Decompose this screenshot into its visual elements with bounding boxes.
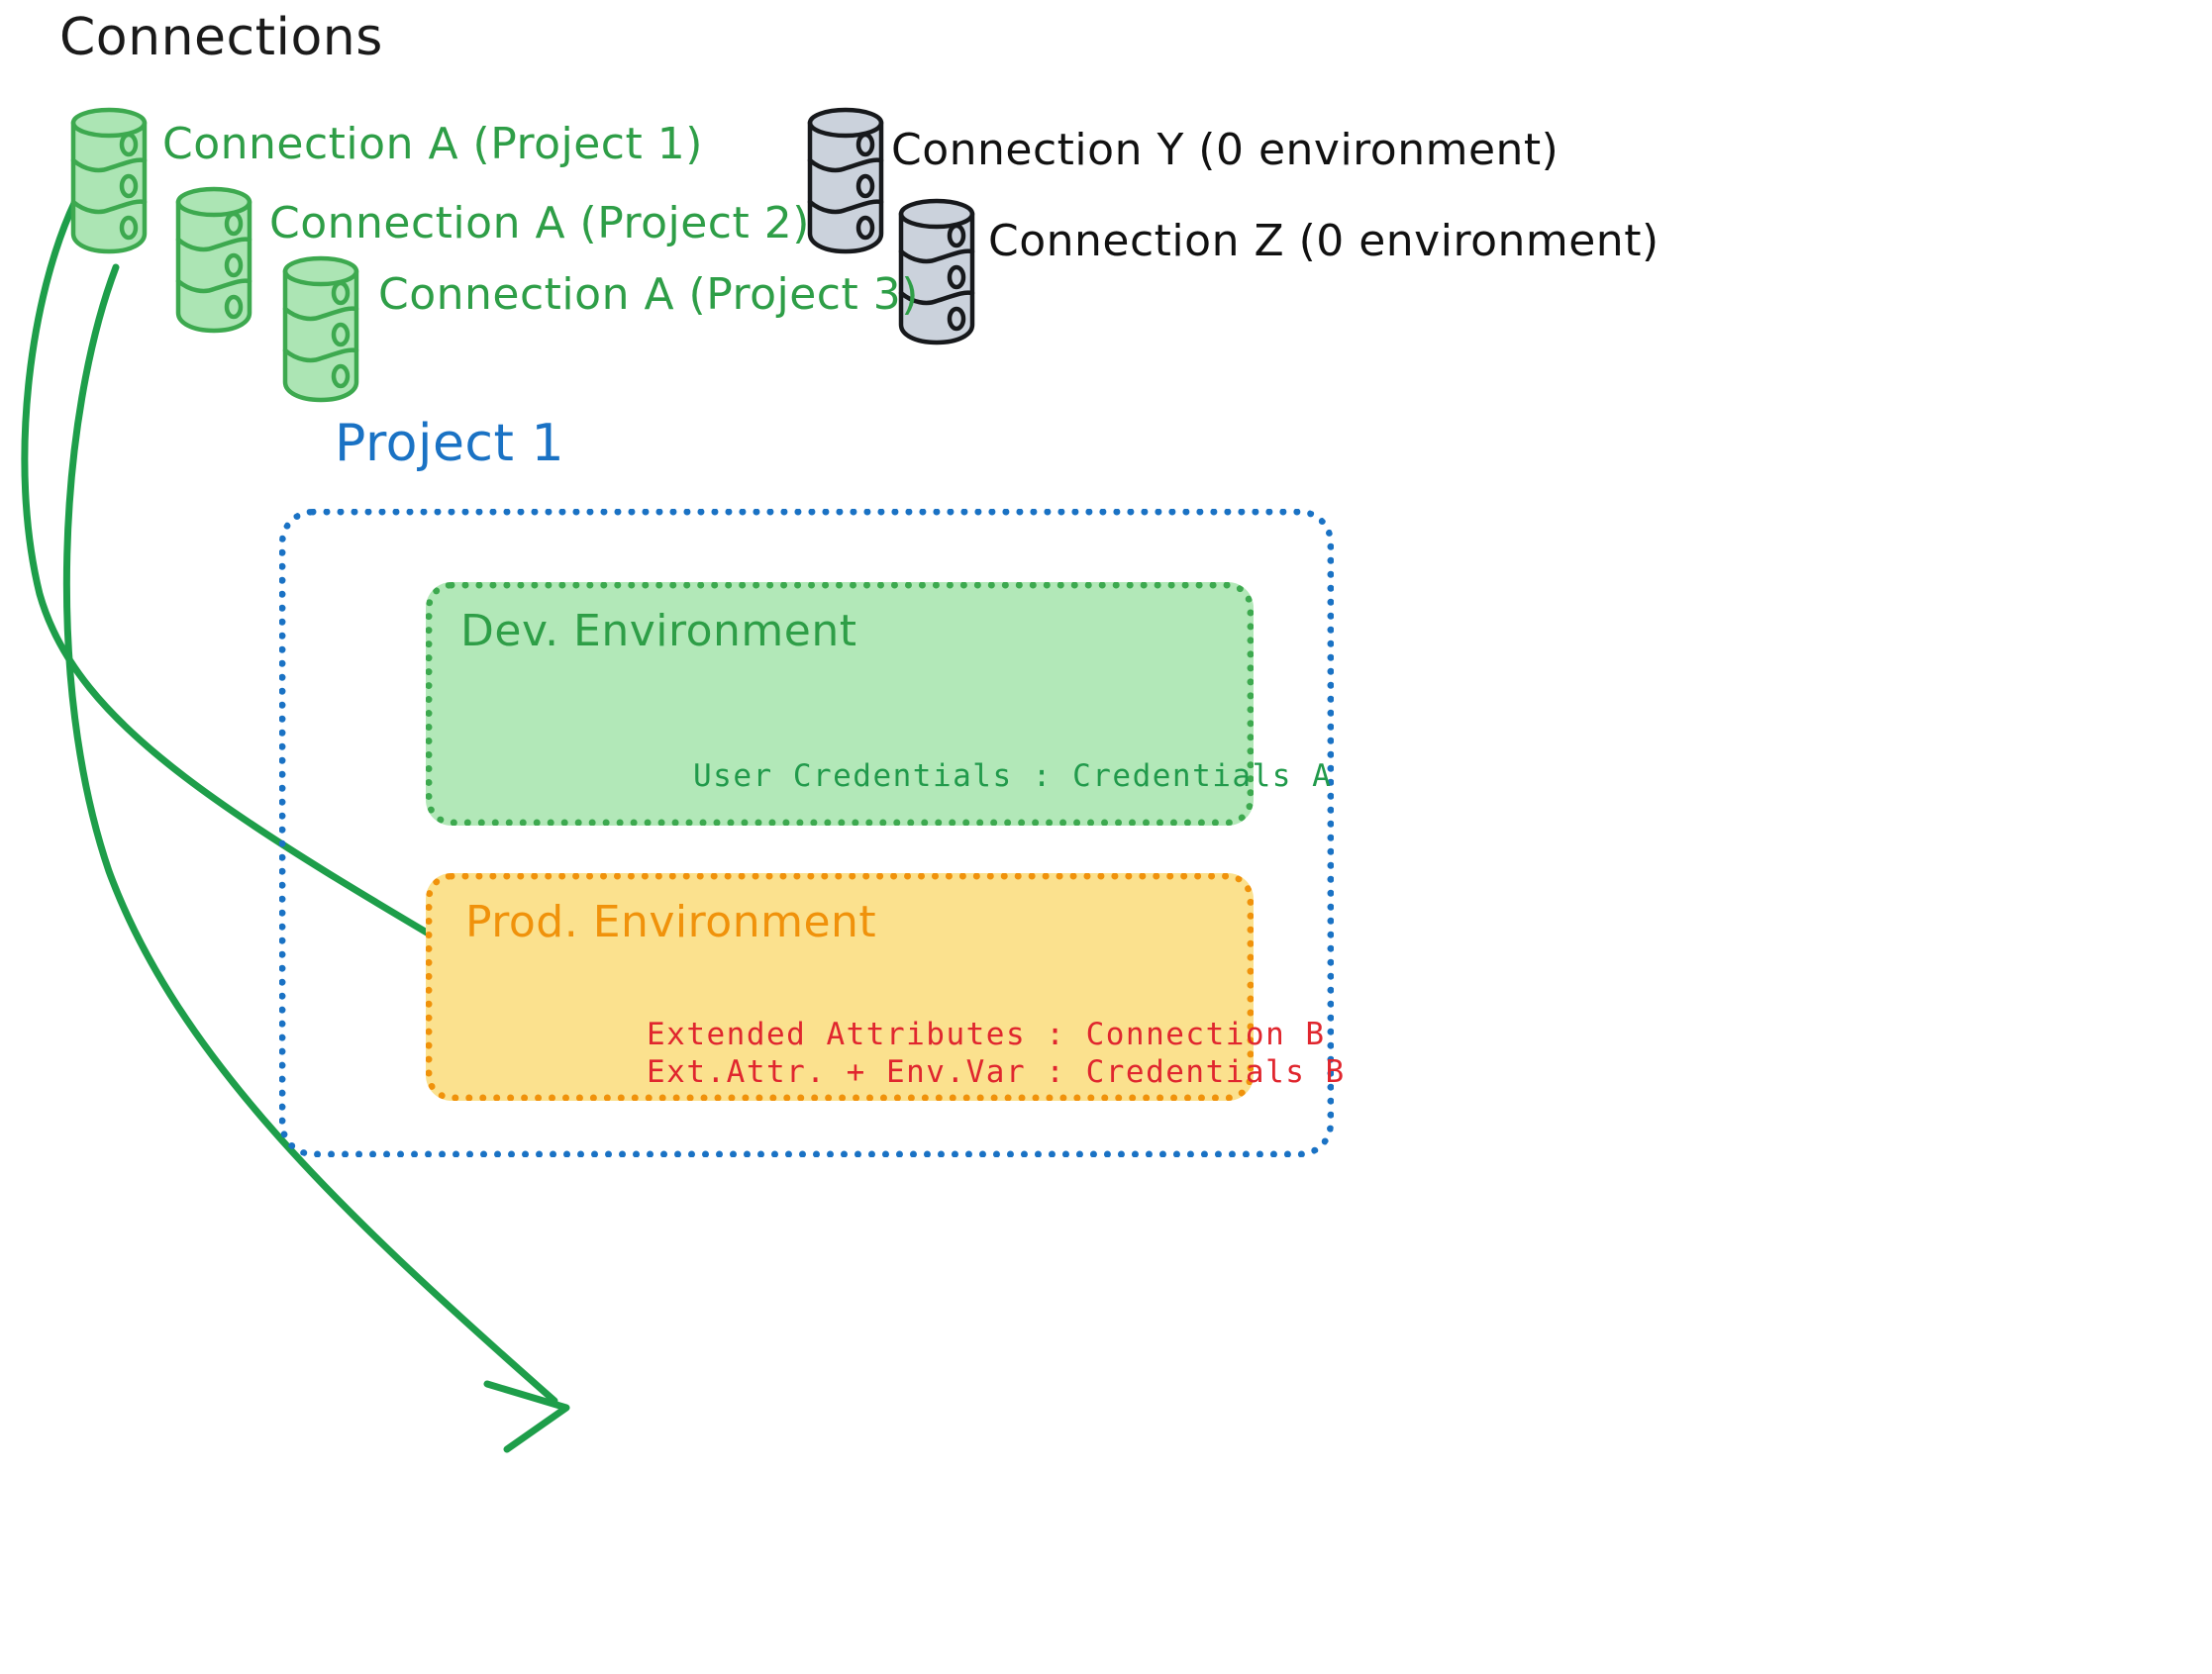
- environment-row-prod-extended-attributes: Extended Attributes : Connection B: [647, 1017, 1326, 1052]
- database-icon-connection-a-project-1: [70, 107, 148, 254]
- environment-box-dev: [426, 582, 1254, 826]
- arrow-to-prod-environment: [62, 263, 570, 1453]
- connection-label-y: Connection Y (0 environment): [891, 125, 1559, 175]
- connection-label-z: Connection Z (0 environment): [988, 216, 1659, 266]
- project-title: Project 1: [335, 414, 565, 473]
- project-container: [279, 509, 1334, 1157]
- environment-row-prod-ext-attr-env-var: Ext.Attr. + Env.Var : Credentials B: [647, 1054, 1346, 1090]
- connection-label-a-project-3: Connection A (Project 3): [378, 269, 919, 320]
- environment-row-dev-user-credentials: User Credentials : Credentials A: [693, 758, 1333, 794]
- connection-label-a-project-1: Connection A (Project 1): [162, 119, 703, 169]
- database-icon-connection-z: [898, 198, 975, 345]
- connection-label-a-project-2: Connection A (Project 2): [269, 198, 810, 248]
- database-icon-connection-y: [807, 107, 884, 254]
- environment-title-prod: Prod. Environment: [465, 897, 877, 947]
- environment-title-dev: Dev. Environment: [460, 606, 857, 656]
- page-title: Connections: [59, 8, 383, 67]
- environment-box-prod: [426, 873, 1254, 1101]
- database-icon-connection-a-project-3: [282, 255, 359, 403]
- database-icon-connection-a-project-2: [175, 186, 252, 334]
